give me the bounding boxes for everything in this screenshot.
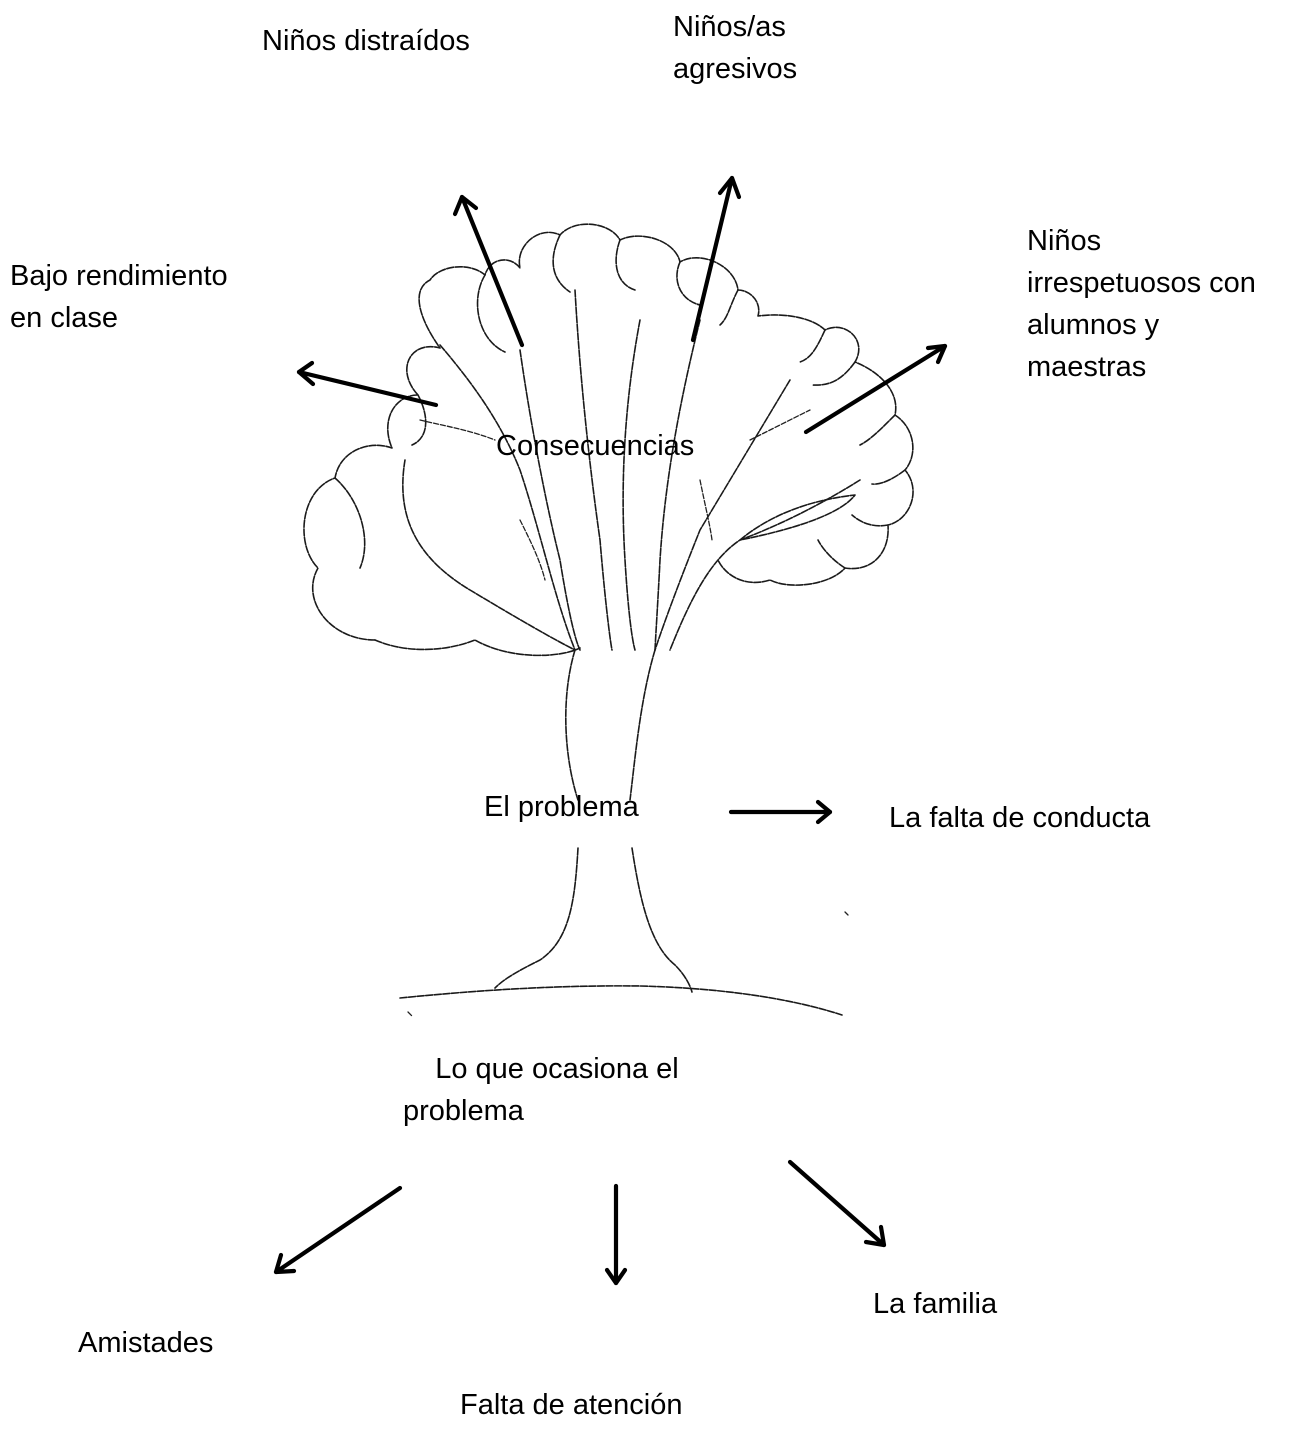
arrow-to-disrespectful [806,346,945,432]
label-low-performance: Bajo rendimiento en clase [10,255,228,339]
label-disrespectful-children: Niños irrespetuosos con alumnos y maestr… [1027,220,1256,388]
label-consequences-heading: Consecuencias [496,425,694,467]
arrow-to-aggressive [693,178,739,340]
label-problem-heading: El problema [484,786,639,828]
label-aggressive-children: Niños/as agresivos [673,6,797,90]
label-lack-of-attention: Falta de atención [460,1384,682,1426]
arrow-to-low-performance [299,363,436,405]
label-family: La familia [873,1283,997,1325]
ground-line [400,912,848,1016]
label-problem-value: La falta de conducta [889,797,1150,839]
label-causes-heading: Lo que ocasiona el problema [403,1048,679,1132]
arrow-to-friendships [276,1188,400,1272]
arrow-to-problem-value [731,802,830,822]
label-friendships: Amistades [78,1322,213,1364]
arrow-to-family [790,1162,884,1245]
label-distracted-children: Niños distraídos [262,20,470,62]
tree-branches [403,290,860,650]
arrow-to-distracted [455,197,522,345]
arrow-to-lack-attention [607,1186,625,1283]
